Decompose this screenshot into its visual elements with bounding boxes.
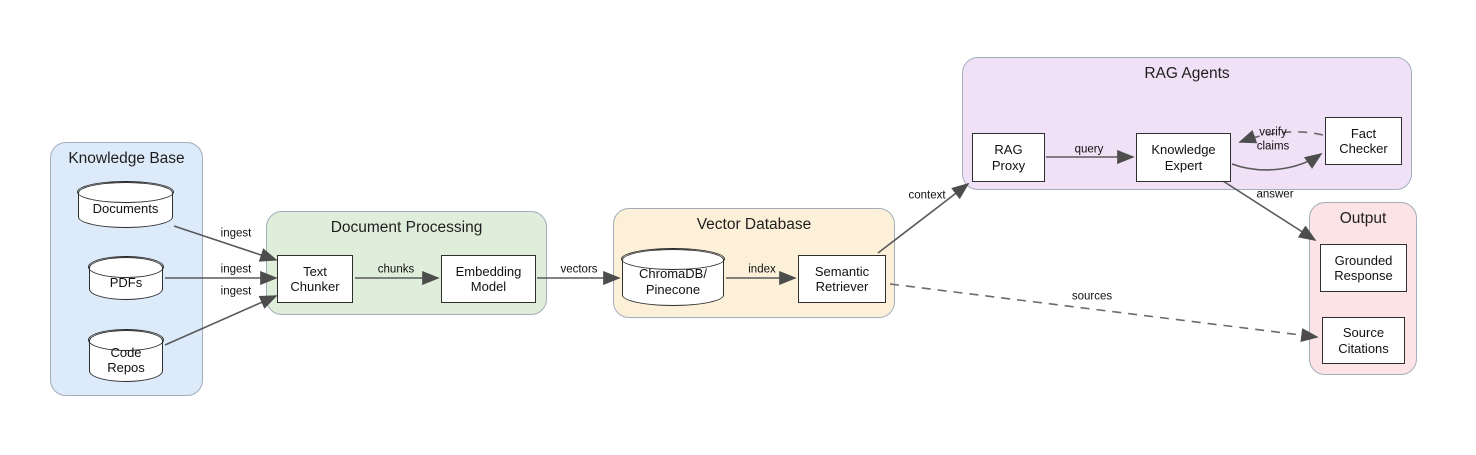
node-label-source-citations: Source Citations: [1338, 325, 1389, 356]
group-title-document-processing: Document Processing: [330, 219, 483, 236]
group-title-rag-agents: RAG Agents: [1144, 65, 1230, 82]
node-rag-proxy: RAG Proxy: [972, 133, 1045, 182]
node-label-knowledge-expert: Knowledge Expert: [1151, 142, 1216, 173]
node-label-pdfs: PDFs: [109, 274, 143, 290]
edge-label-ingest-2: ingest: [220, 263, 252, 276]
edge-label-sources: sources: [1071, 290, 1113, 303]
edge-label-ingest-1: ingest: [220, 227, 252, 240]
node-label-code-repos: Code Repos: [107, 344, 145, 376]
node-knowledge-expert: Knowledge Expert: [1136, 133, 1231, 182]
node-embedding-model: Embedding Model: [441, 255, 536, 303]
group-title-output: Output: [1339, 210, 1387, 227]
edge-answer: [1222, 180, 1317, 241]
edge-label-answer: answer: [1256, 188, 1294, 201]
edge-label-context: context: [908, 189, 946, 202]
node-code-repos: Code Repos: [88, 329, 164, 382]
node-label-semantic-retriever: Semantic Retriever: [814, 263, 870, 295]
edge-label-vectors: vectors: [560, 263, 598, 276]
edge-context: [877, 182, 970, 254]
edge-sources: [889, 283, 1319, 343]
node-documents: Documents: [77, 181, 174, 228]
edge-verify-claims: [1238, 130, 1324, 144]
group-title-vector-database: Vector Database: [696, 216, 812, 233]
edge-label-query: query: [1074, 143, 1104, 156]
edge-label-ingest-3: ingest: [220, 285, 252, 298]
edge-label-index: index: [748, 263, 776, 276]
edge-label-chunks: chunks: [377, 263, 415, 276]
edge-expert-to-fact-checker: [1231, 152, 1323, 171]
edge-ingest-documents: [173, 225, 278, 262]
node-label-chromadb-pinecone: ChromaDB/ Pinecone: [639, 266, 707, 297]
node-label-rag-proxy: RAG Proxy: [991, 142, 1026, 173]
node-label-grounded-response: Grounded Response: [1334, 252, 1393, 284]
edge-ingest-code-repos: [164, 295, 278, 346]
node-text-chunker: Text Chunker: [277, 255, 353, 303]
node-label-embedding-model: Embedding Model: [455, 263, 522, 295]
edge-label-verify-claims: verify claims: [1256, 126, 1290, 153]
node-label-fact-checker: Fact Checker: [1339, 125, 1388, 157]
group-title-knowledge-base: Knowledge Base: [68, 150, 185, 167]
node-chromadb-pinecone: ChromaDB/ Pinecone: [621, 248, 725, 306]
node-label-text-chunker: Text Chunker: [290, 263, 340, 295]
node-pdfs: PDFs: [88, 256, 164, 300]
node-source-citations: Source Citations: [1322, 317, 1405, 364]
node-label-documents: Documents: [92, 201, 159, 217]
node-fact-checker: Fact Checker: [1325, 117, 1402, 165]
node-semantic-retriever: Semantic Retriever: [798, 255, 886, 303]
node-grounded-response: Grounded Response: [1320, 244, 1407, 292]
